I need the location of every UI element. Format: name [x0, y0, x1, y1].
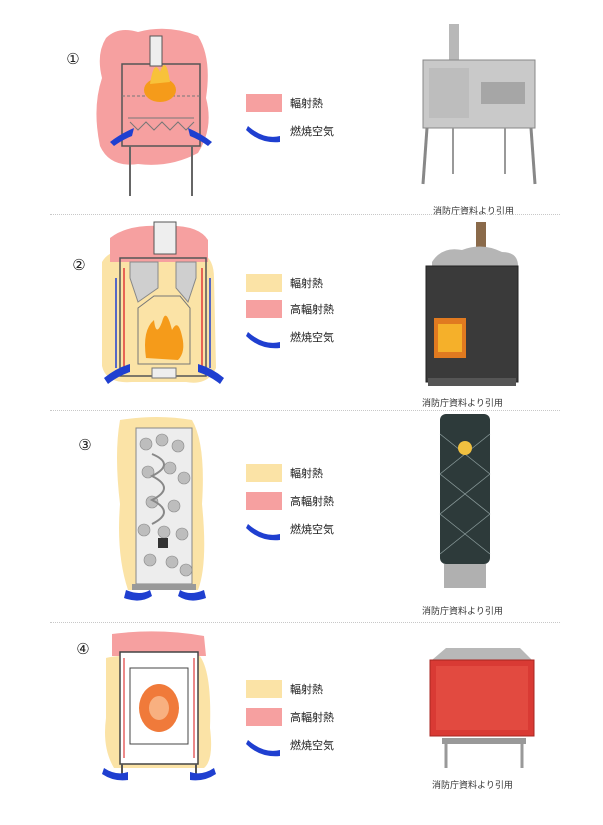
firebox: [137, 295, 191, 365]
combustion-air-arrow: [104, 364, 130, 384]
stove-diagram: [102, 221, 224, 384]
stove-photo: [439, 414, 491, 588]
photo-caption: 消防庁資料より引用: [422, 399, 503, 409]
panel-4: ④ 輻射熱 高輻射熱 燃焼空気 消防庁資料より引用: [58, 628, 558, 818]
stone-chamber: [129, 261, 159, 303]
legend-label: 輻射熱: [290, 467, 323, 480]
combustion-air-arrow: [188, 128, 212, 146]
high-radiant-heat-zone: [112, 631, 206, 656]
legend-label: 高輻射熱: [290, 303, 334, 316]
heating-panel: [129, 667, 189, 745]
photo-caption: 消防庁資料より引用: [432, 781, 513, 791]
legend-arrow-icon: [246, 524, 280, 541]
heat-element-core: [149, 696, 169, 720]
panel-number: ①: [66, 50, 80, 68]
panel-number: ③: [78, 436, 92, 454]
divider: [50, 214, 560, 215]
control-box: [158, 538, 168, 548]
legend-label: 燃焼空気: [290, 331, 334, 344]
legend-label: 高輻射熱: [290, 711, 334, 724]
legend-swatch-yellow: [246, 274, 282, 292]
combustion-air-arrow: [198, 364, 224, 384]
flame: [144, 78, 176, 102]
legend-label: 燃焼空気: [290, 523, 334, 536]
legend-label: 輻射熱: [290, 683, 323, 696]
panel-1: ① 輻射熱 燃焼空気 消防庁資料より引用: [58, 18, 558, 217]
combustion-air-arrow: [178, 590, 206, 601]
legend-swatch-pink: [246, 708, 282, 726]
legend-label: 輻射熱: [290, 97, 323, 110]
legend-swatch-pink: [246, 300, 282, 318]
stove-photo: [425, 222, 519, 386]
legend-label: 高輻射熱: [290, 495, 334, 508]
ash-pan: [151, 367, 177, 379]
photo-caption: 消防庁資料より引用: [422, 607, 503, 617]
combustion-air-arrow: [110, 128, 134, 146]
flame: [145, 315, 184, 360]
combustion-air-arrow: [102, 768, 128, 781]
legend-arrow-icon: [246, 126, 280, 143]
legend-swatch-yellow: [246, 464, 282, 482]
stove-diagram: [96, 28, 212, 196]
chimney: [153, 221, 177, 255]
radiant-heat-zone: [102, 251, 216, 383]
legend-label: 燃焼空気: [290, 739, 334, 752]
photo-caption: 消防庁資料より引用: [433, 207, 514, 217]
stove-photo: [421, 24, 537, 185]
combustion-air-arrow: [124, 590, 152, 601]
legend-swatch-pink: [246, 492, 282, 510]
stone-chamber: [175, 261, 197, 303]
grate-zigzag: [129, 121, 195, 131]
legend-arrow-icon: [246, 332, 280, 349]
chimney: [149, 35, 163, 67]
panel-2: ② 輻射熱 高輻射熱 燃焼空気 消防庁資料より引用: [58, 218, 558, 409]
divider: [50, 410, 560, 411]
panel-number: ④: [76, 640, 90, 658]
stove-diagram: [102, 631, 216, 781]
combustion-air-arrow: [190, 768, 216, 781]
divider: [50, 622, 560, 623]
panel-number: ②: [72, 256, 86, 274]
legend-arrow-icon: [246, 740, 280, 757]
flame-tip: [150, 64, 170, 84]
panel-3: ③ 輻射熱 高輻射熱 燃焼空気 消防庁資料よ: [58, 414, 558, 617]
stove-photo: [429, 648, 535, 768]
legend-swatch-yellow: [246, 680, 282, 698]
heater-coil: [149, 453, 165, 525]
legend-swatch-pink: [246, 94, 282, 112]
legend-label: 輻射熱: [290, 277, 323, 290]
stove-diagram: [117, 417, 206, 601]
base: [132, 584, 196, 590]
legend-label: 燃焼空気: [290, 125, 334, 138]
